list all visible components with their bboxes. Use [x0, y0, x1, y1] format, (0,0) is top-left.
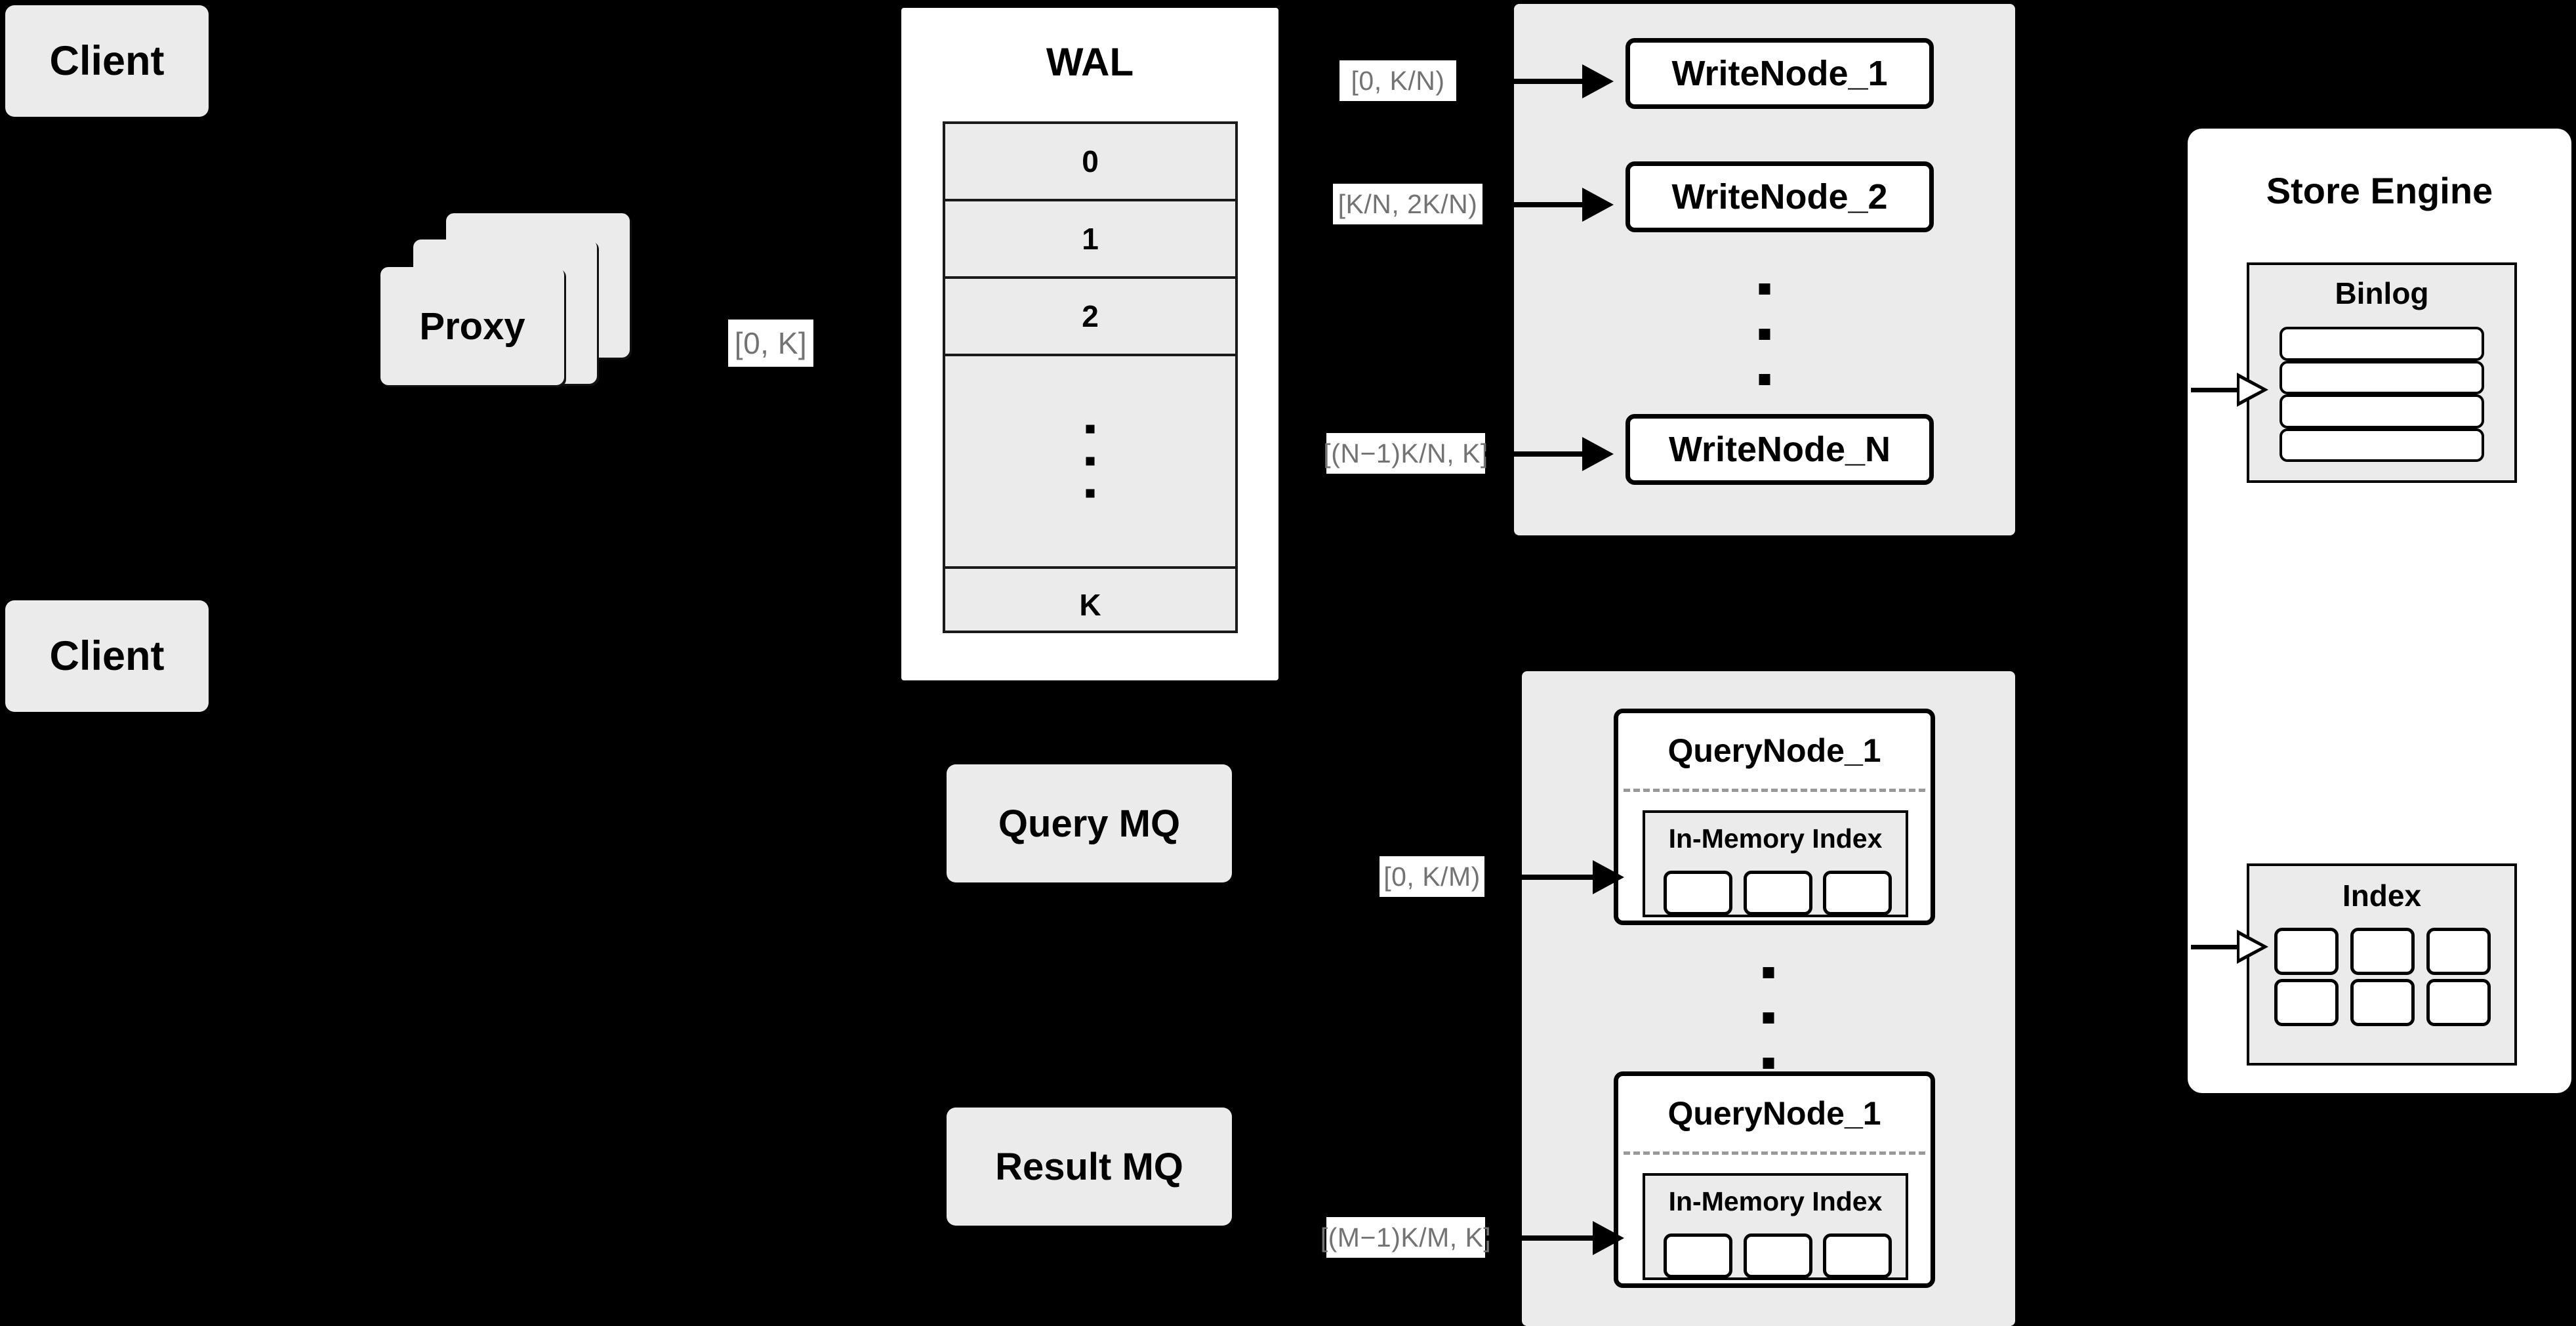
- write-node-n[interactable]: WriteNode_N: [1625, 414, 1934, 485]
- write-node-1[interactable]: WriteNode_1: [1625, 38, 1934, 109]
- query-node-m-index-label: In-Memory Index: [1668, 1186, 1883, 1216]
- query-node-m[interactable]: QueryNode_1 In-Memory Index: [1614, 1071, 1935, 1288]
- binlog-panel: Binlog: [2247, 262, 2517, 483]
- wal-row-ellipsis: [945, 356, 1235, 569]
- arrow-line-writenode-2: [1482, 202, 1582, 207]
- index-cell: [1664, 1233, 1732, 1278]
- arrow-head-store-engine-index-icon: [2237, 930, 2268, 964]
- edge-label-mq-to-querynode-m: [(M−1)K/M, K]: [1320, 1217, 1491, 1258]
- edge-label-proxy-to-wal: [0, K]: [728, 320, 813, 367]
- write-nodes-vertical-ellipsis-icon: [1759, 266, 1770, 402]
- arrow-line-writenode-1: [1458, 79, 1582, 84]
- arrow-line-querynode-1: [1484, 875, 1593, 880]
- write-node-n-label: WriteNode_N: [1668, 430, 1891, 469]
- client-node-1-label: Client: [49, 38, 165, 84]
- store-engine-title: Store Engine: [2266, 170, 2493, 211]
- index-cell-row: [2274, 979, 2491, 1026]
- index-title: Index: [2342, 879, 2422, 913]
- edge-label-wal-to-writenode-2: [K/N, 2K/N): [1333, 184, 1482, 224]
- store-engine-panel: Store Engine Binlog Index: [2188, 129, 2571, 1093]
- query-node-m-index-cells: [1664, 1233, 1892, 1278]
- client-node-1[interactable]: Client: [5, 5, 209, 117]
- edge-label-mq-to-querynode-1: [0, K/M): [1380, 856, 1484, 897]
- index-cell: [2426, 979, 2491, 1026]
- index-cell: [2350, 928, 2415, 975]
- arrow-head-writenode-2-icon: [1582, 188, 1614, 222]
- index-cell: [2350, 979, 2415, 1026]
- proxy-node-label: Proxy: [419, 304, 525, 348]
- binlog-row: [2280, 360, 2484, 394]
- arrow-head-querynode-1-icon: [1593, 860, 1624, 894]
- query-node-1-label: QueryNode_1: [1667, 732, 1881, 769]
- query-nodes-vertical-ellipsis-icon: [1763, 950, 1774, 1086]
- index-cell: [2426, 928, 2491, 975]
- binlog-row: [2280, 394, 2484, 428]
- binlog-title: Binlog: [2335, 276, 2429, 310]
- query-node-1-index-label: In-Memory Index: [1668, 823, 1883, 854]
- query-node-1[interactable]: QueryNode_1 In-Memory Index: [1614, 709, 1935, 925]
- query-node-1-index-cells: [1664, 871, 1892, 915]
- query-mq-node[interactable]: Query MQ: [947, 764, 1232, 882]
- arrow-head-writenode-n-icon: [1582, 437, 1614, 471]
- index-cell: [2274, 928, 2339, 975]
- query-mq-label: Query MQ: [998, 802, 1181, 845]
- binlog-row: [2280, 428, 2484, 462]
- edge-label-wal-to-writenode-1: [0, K/N): [1339, 60, 1456, 101]
- result-mq-node[interactable]: Result MQ: [947, 1108, 1232, 1226]
- binlog-rows: [2280, 327, 2484, 462]
- query-nodes-container: QueryNode_1 In-Memory Index Qu: [1522, 671, 2015, 1326]
- query-node-m-separator: [1624, 1151, 1925, 1155]
- arrow-head-store-engine-binlog-icon: [2237, 373, 2268, 407]
- proxy-stack[interactable]: Proxy: [380, 213, 656, 423]
- index-cell: [2274, 979, 2339, 1026]
- wal-panel: WAL 0 1 2 K: [897, 4, 1282, 684]
- wal-row-0: 0: [945, 124, 1235, 201]
- wal-title: WAL: [1046, 40, 1134, 84]
- query-node-m-in-memory-index: In-Memory Index: [1643, 1173, 1908, 1280]
- write-node-2-label: WriteNode_2: [1671, 177, 1888, 217]
- index-cell: [1743, 871, 1812, 915]
- edge-label-wal-to-writenode-n: [(N−1)K/N, K]: [1323, 433, 1488, 474]
- write-node-2[interactable]: WriteNode_2: [1625, 161, 1934, 232]
- index-cell: [1823, 871, 1892, 915]
- result-mq-label: Result MQ: [995, 1145, 1183, 1188]
- index-cell-grid: [2274, 928, 2491, 1026]
- arrow-line-writenode-n: [1485, 451, 1582, 457]
- index-cell: [1664, 871, 1732, 915]
- binlog-row: [2280, 327, 2484, 361]
- client-node-2-label: Client: [49, 633, 165, 679]
- wal-table: 0 1 2 K: [943, 121, 1238, 633]
- wal-row-2: 2: [945, 279, 1235, 356]
- arrow-head-querynode-m-icon: [1593, 1221, 1624, 1255]
- index-cell: [1743, 1233, 1812, 1278]
- proxy-node[interactable]: Proxy: [380, 267, 564, 385]
- client-node-2[interactable]: Client: [5, 600, 209, 712]
- edge-label-proxy-to-wal-text: [0, K]: [734, 326, 808, 360]
- index-cell: [1823, 1233, 1892, 1278]
- wal-vertical-ellipsis-icon: [1086, 413, 1095, 510]
- arrow-line-querynode-m: [1485, 1235, 1593, 1241]
- query-node-1-in-memory-index: In-Memory Index: [1643, 810, 1908, 917]
- arrow-head-writenode-1-icon: [1582, 64, 1614, 98]
- write-node-1-label: WriteNode_1: [1671, 54, 1888, 93]
- arrow-line-store-engine-binlog: [2191, 388, 2237, 392]
- index-cell-row: [2274, 928, 2491, 975]
- wal-row-k: K: [1079, 588, 1101, 622]
- wal-row-1: 1: [945, 201, 1235, 279]
- index-panel: Index: [2247, 863, 2517, 1066]
- query-node-1-separator: [1624, 789, 1925, 792]
- query-node-m-label: QueryNode_1: [1667, 1095, 1881, 1132]
- arrow-line-store-engine-index: [2191, 945, 2237, 949]
